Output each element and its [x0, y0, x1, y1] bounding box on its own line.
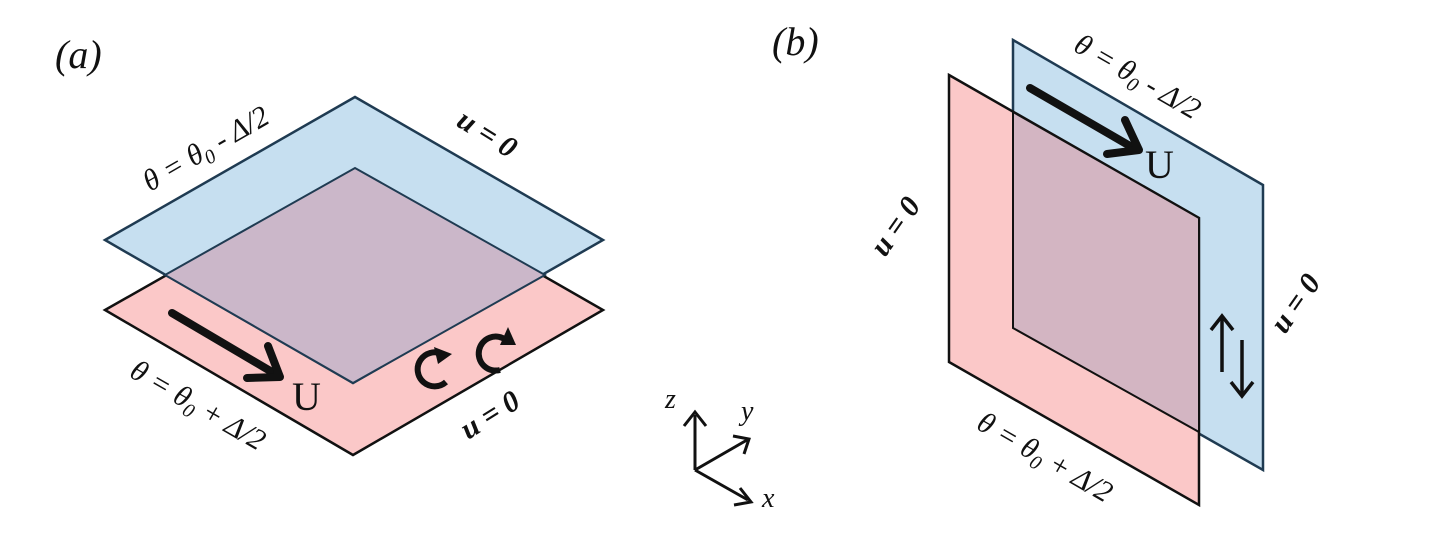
- svg-text:u = 0: u = 0: [1264, 268, 1328, 339]
- svg-text:u = 0: u = 0: [454, 384, 526, 446]
- axis-x-label: x: [761, 483, 775, 514]
- panel-b-velocity-arrow: [1026, 84, 1143, 158]
- panel-a: (a) U θ = θ0 - Δ/2 u = 0 θ = θ0 + Δ/2: [55, 32, 606, 461]
- svg-text:u = 0: u = 0: [451, 103, 523, 165]
- panel-a-rotation-icon: [414, 327, 516, 390]
- panel-a-velocity-label: U: [292, 374, 321, 419]
- panel-b-u-right: u = 0: [1264, 268, 1328, 339]
- panel-b-overlap-region: [1012, 110, 1200, 434]
- panel-b: (b) U θ = θ0 - Δ/2 u = 0 u = 0: [772, 19, 1327, 513]
- axis-y-label: y: [738, 396, 754, 427]
- coordinate-axes: z y x: [664, 384, 775, 514]
- panel-a-overlap-region: [162, 166, 548, 385]
- panel-b-u-left: u = 0: [864, 191, 928, 262]
- panel-b-label: (b): [772, 19, 819, 64]
- panel-b-velocity-label: U: [1145, 142, 1174, 187]
- panel-b-updown-icon: [1209, 313, 1255, 399]
- panel-a-u-top: u = 0: [451, 103, 523, 165]
- panel-a-label: (a): [55, 32, 102, 77]
- svg-text:u = 0: u = 0: [864, 191, 928, 262]
- panel-a-velocity-arrow: [168, 309, 284, 382]
- axis-z-label: z: [664, 384, 676, 415]
- panel-a-u-bottom: u = 0: [454, 384, 526, 446]
